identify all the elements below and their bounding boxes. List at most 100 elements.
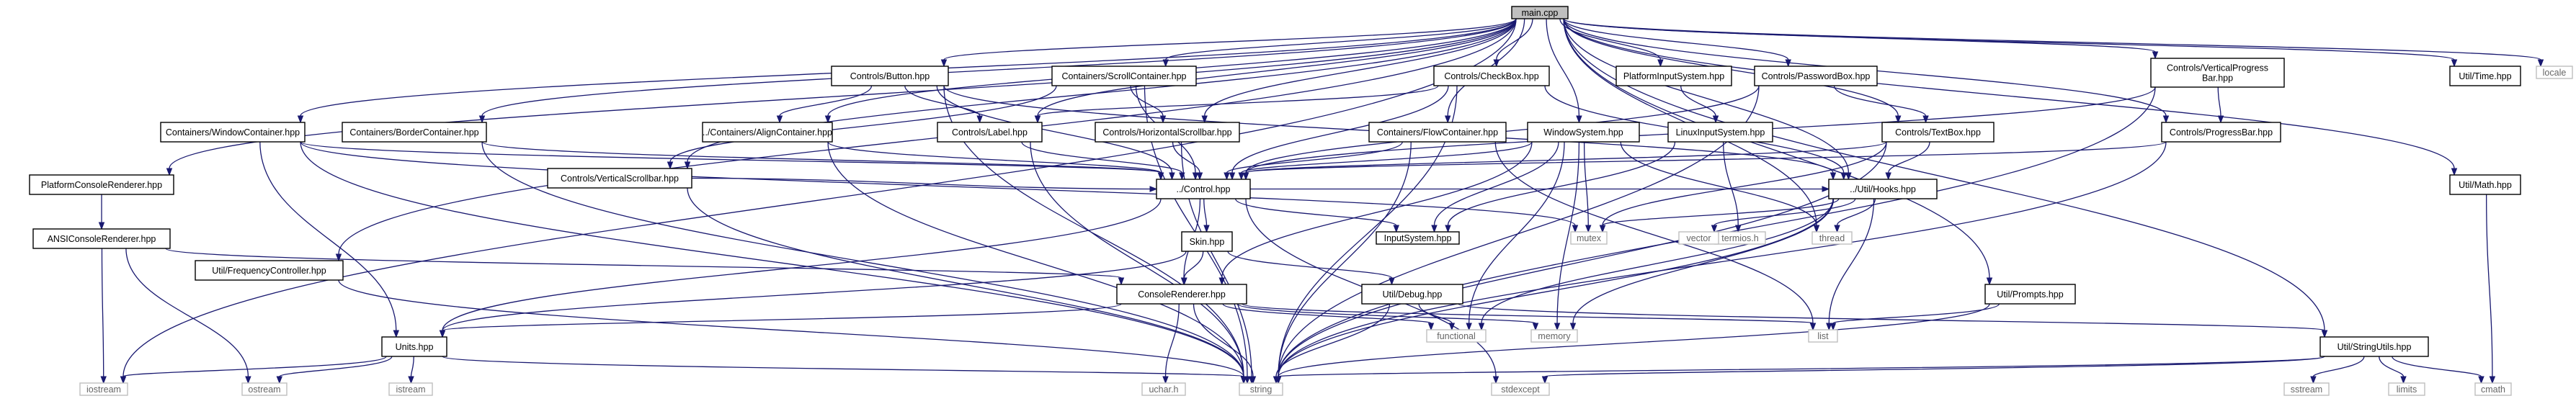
node-locale[interactable]: locale [2536, 66, 2573, 79]
edge-line [1546, 18, 1580, 117]
arrowhead [1541, 376, 1548, 384]
edge-units-to-istream [408, 356, 414, 384]
edge-cr-to-list [1242, 303, 1817, 331]
arrowhead [1572, 225, 1579, 233]
edge-line [1226, 141, 1403, 174]
node-btn[interactable]: Controls/Button.hpp [831, 66, 949, 86]
arrowhead [1834, 225, 1840, 233]
node-functional[interactable]: functional [1426, 329, 1487, 343]
edge-line [2486, 194, 2493, 377]
node-tb[interactable]: Controls/TextBox.hpp [1881, 122, 1995, 143]
node-ws[interactable]: WindowSystem.hpp [1527, 122, 1640, 143]
node-cr[interactable]: ConsoleRenderer.hpp [1116, 284, 1247, 305]
edge-line [779, 85, 873, 117]
arrowhead [1034, 115, 1041, 124]
edge-ws-to-functional [1466, 141, 1565, 331]
node-label: vector [1686, 233, 1711, 243]
edge-line [1165, 18, 1517, 60]
node-su[interactable]: Util/StringUtils.hpp [2319, 336, 2429, 357]
node-ucharh[interactable]: uchar.h [1141, 382, 1186, 396]
node-time[interactable]: Util/Time.hpp [2449, 66, 2521, 86]
edge-su-to-limits [2379, 356, 2407, 384]
edge-ws-to-memory [1554, 141, 1580, 331]
node-pcr[interactable]: PlatformConsoleRenderer.hpp [29, 174, 174, 195]
node-string[interactable]: string [1239, 382, 1283, 396]
arrowhead [478, 115, 486, 124]
node-sc[interactable]: Containers/ScrollContainer.hpp [1051, 66, 1197, 86]
edge-line [1234, 198, 1397, 226]
node-iostream[interactable]: iostream [79, 382, 128, 396]
edge-line [1418, 303, 1453, 324]
node-vector[interactable]: vector [1678, 231, 1719, 245]
node-hooks[interactable]: ../Util/Hooks.hpp [1828, 179, 1938, 199]
node-memory[interactable]: memory [1530, 329, 1578, 343]
node-cmath[interactable]: cmath [2474, 382, 2512, 396]
node-prompts[interactable]: Util/Prompts.hpp [1984, 284, 2076, 305]
node-label: iostream [86, 384, 121, 395]
node-ac[interactable]: ../Containers/AlignContainer.hpp [702, 122, 833, 143]
arrowhead [667, 161, 674, 170]
node-cb[interactable]: Controls/CheckBox.hpp [1433, 66, 1550, 86]
edge-line [1722, 141, 1739, 226]
node-pis[interactable]: PlatformInputSystem.hpp [1615, 66, 1732, 86]
node-label: limits [2397, 384, 2417, 395]
node-bc[interactable]: Containers/BorderContainer.hpp [342, 122, 487, 143]
node-hs[interactable]: Controls/HorizontalScrollbar.hpp [1095, 122, 1240, 143]
arrowhead [1599, 225, 1606, 233]
node-mutex[interactable]: mutex [1570, 231, 1608, 245]
node-lis[interactable]: LinuxInputSystem.hpp [1667, 122, 1773, 143]
node-list[interactable]: list [1808, 329, 1838, 343]
node-units[interactable]: Units.hpp [381, 336, 447, 357]
arrowhead [245, 376, 251, 384]
edge-line [481, 18, 1517, 117]
node-label: Util/Math.hpp [2459, 180, 2512, 190]
node-label: WindowSystem.hpp [1543, 127, 1623, 138]
node-label: PlatformConsoleRenderer.hpp [41, 180, 162, 190]
edge-ctrl-to-ish [1234, 198, 1399, 233]
edge-line [1275, 303, 1391, 377]
edge-line [1680, 85, 1716, 117]
edge-tb-to-hooks [1885, 141, 1930, 181]
node-wc[interactable]: Containers/WindowContainer.hpp [160, 122, 306, 143]
arrowhead [1532, 323, 1539, 331]
node-stdexcept[interactable]: stdexcept [1491, 382, 1550, 396]
node-main[interactable]: main.cpp [1511, 6, 1569, 19]
node-lbl[interactable]: Controls/Label.hpp [937, 122, 1043, 143]
edge-main-to-sc [1162, 18, 1517, 68]
edge-line [827, 141, 1244, 377]
arrowhead [1203, 225, 1210, 233]
node-ish[interactable]: InputSystem.hpp [1376, 231, 1460, 245]
arrowhead [1149, 186, 1158, 192]
node-label: Util/Debug.hpp [1383, 289, 1443, 300]
node-math[interactable]: Util/Math.hpp [2449, 174, 2521, 195]
node-ostream[interactable]: ostream [241, 382, 288, 396]
node-box [2283, 382, 2330, 396]
node-limits[interactable]: limits [2388, 382, 2425, 396]
arrowhead [1159, 115, 1167, 124]
node-flc[interactable]: Containers/FlowContainer.hpp [1368, 122, 1507, 143]
node-thread[interactable]: thread [1811, 231, 1853, 245]
node-istream[interactable]: istream [388, 382, 433, 396]
node-sstream[interactable]: sstream [2283, 382, 2330, 396]
node-termios[interactable]: termios.h [1714, 231, 1766, 245]
edge-line [691, 177, 1151, 190]
edge-line [1602, 198, 1840, 226]
node-acr[interactable]: ANSIConsoleRenderer.hpp [32, 228, 171, 249]
node-label: Controls/ProgressBar.hpp [2170, 127, 2273, 138]
arrowhead [1895, 115, 1902, 124]
node-skin[interactable]: Skin.hpp [1181, 231, 1233, 252]
node-vs[interactable]: Controls/VerticalScrollbar.hpp [547, 168, 692, 189]
node-pb[interactable]: Controls/PasswordBox.hpp [1754, 66, 1878, 86]
edge-line [1481, 198, 1834, 324]
edge-cr-to-functional [1222, 303, 1435, 331]
node-fc[interactable]: Util/FrequencyController.hpp [195, 260, 344, 281]
edge-line [2379, 356, 2405, 377]
node-pgb[interactable]: Controls/ProgressBar.hpp [2161, 122, 2281, 143]
node-ctrl[interactable]: ../Control.hpp [1156, 179, 1251, 199]
edge-pcr-to-acr [98, 194, 105, 230]
edge-hooks-to-string [1275, 198, 1834, 384]
node-box [1156, 179, 1251, 199]
arrowhead [297, 115, 304, 124]
node-dbg[interactable]: Util/Debug.hpp [1361, 284, 1463, 305]
